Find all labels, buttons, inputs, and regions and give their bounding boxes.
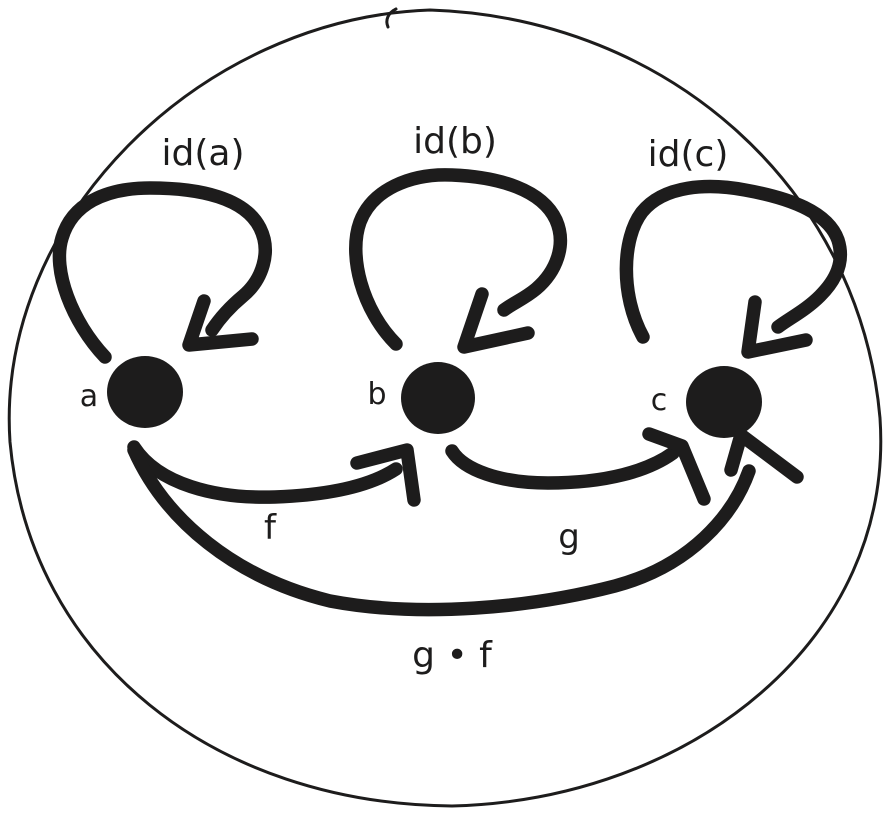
node-b-dot: [401, 362, 475, 434]
node-a-dot: [107, 356, 183, 428]
identity-loop-a-arrowhead-icon: [182, 294, 259, 352]
identity-c-label: id(c): [648, 134, 729, 175]
identity-loop-b-icon: [349, 168, 568, 351]
morphism-g-label: g: [558, 517, 580, 557]
identity-loop-c-icon: [619, 179, 848, 344]
identity-loop-c-arrowhead-icon: [741, 295, 813, 359]
identity-loop-a-icon: [52, 181, 272, 364]
identity-b-label: id(b): [413, 121, 497, 162]
morphism-gf-arrow-icon: [127, 443, 756, 617]
morphism-f-label: f: [264, 508, 277, 548]
morphism-g-arrow-icon: [445, 444, 680, 490]
morphism-f-arrow-icon: [127, 440, 403, 504]
morphism-g-arrowhead-icon: [642, 427, 711, 506]
morphism-gf-arrowhead-icon: [724, 428, 804, 484]
identity-loop-b-arrowhead-icon: [457, 287, 535, 354]
morphism-gf-label: g • f: [412, 635, 493, 676]
morphism-f-arrowhead-icon: [350, 443, 421, 507]
node-a-label: a: [80, 379, 98, 414]
node-c-label: c: [651, 383, 668, 418]
node-b-label: b: [367, 377, 386, 412]
identity-a-label: id(a): [161, 133, 244, 174]
boundary-pen-hook-icon: [385, 7, 398, 29]
node-c-dot: [686, 366, 762, 438]
